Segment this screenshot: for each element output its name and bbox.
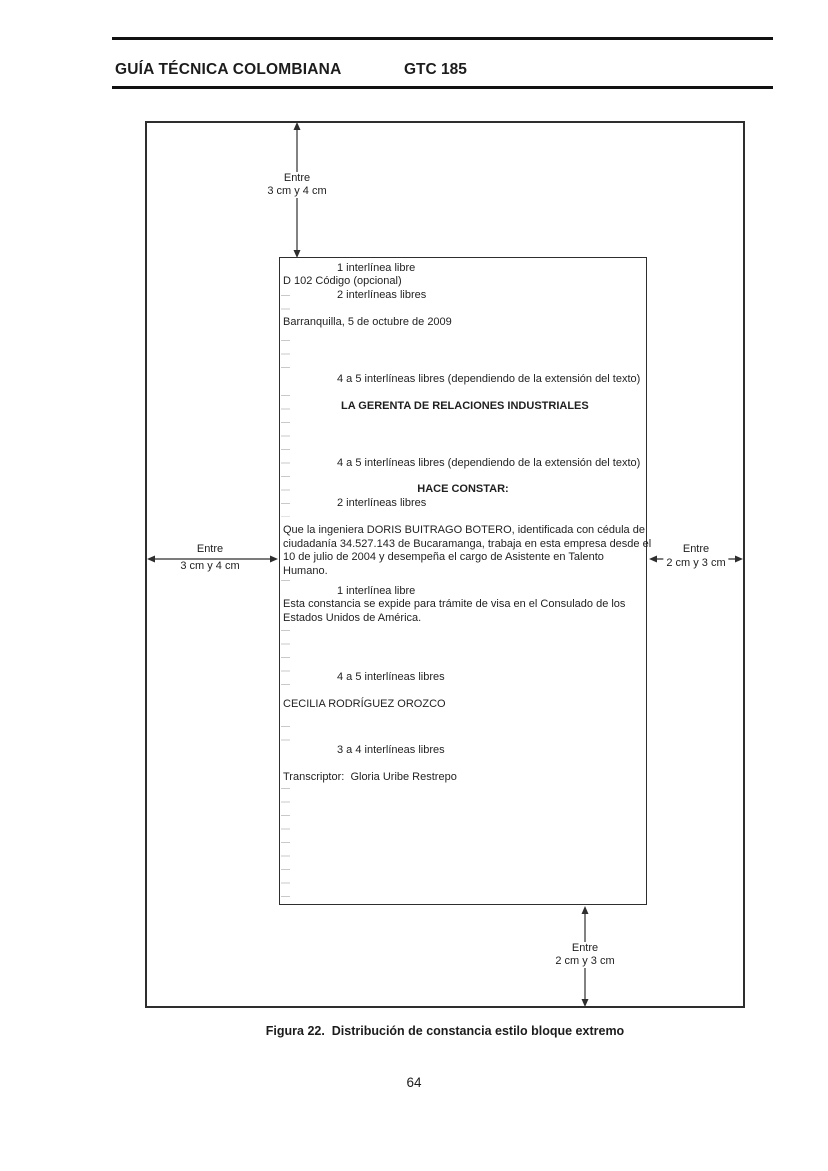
doc-line-city-date: Barranquilla, 5 de octubre de 2009 — [283, 316, 452, 328]
doc-line-code: D 102 Código (opcional) — [283, 275, 402, 287]
interline-ticks — [281, 395, 290, 517]
doc-line-signer-name: CECILIA RODRÍGUEZ OROZCO — [283, 698, 446, 710]
header-title: GUÍA TÉCNICA COLOMBIANA — [115, 61, 342, 78]
right-margin-label-line1: Entre — [682, 543, 710, 555]
doc-paragraph-purpose: Esta constancia se expide para trámite d… — [283, 598, 626, 624]
bottom-margin-label-line2: 2 cm y 3 cm — [555, 955, 615, 967]
doc-line-interline-note: 4 a 5 interlíneas libres (dependiendo de… — [337, 457, 641, 469]
interline-ticks — [281, 295, 290, 315]
doc-line-interline-note: 3 a 4 interlíneas libres — [337, 744, 445, 756]
doc-line-interline-note: 1 interlínea libre — [337, 585, 416, 597]
interline-ticks — [281, 630, 290, 694]
page-number: 64 — [406, 1075, 422, 1090]
bottom-margin-label-line1: Entre — [571, 942, 599, 954]
header-top-rule — [112, 37, 773, 40]
doc-line-interline-note: 1 interlínea libre — [337, 262, 416, 274]
left-margin-arrow — [147, 555, 278, 563]
doc-line-transcriber: Transcriptor: Gloria Uribe Restrepo — [283, 771, 457, 783]
top-margin-label-line2: 3 cm y 4 cm — [267, 185, 327, 197]
bottom-margin-label: Entre 2 cm y 3 cm — [552, 942, 618, 968]
doc-paragraph-body: Que la ingeniera DORIS BUITRAGO BOTERO, … — [283, 524, 652, 577]
left-margin-label-line1: Entre — [196, 543, 224, 555]
interline-ticks — [281, 580, 290, 590]
doc-line-interline-note: 4 a 5 interlíneas libres — [337, 671, 445, 683]
interline-ticks — [281, 340, 290, 380]
left-margin-label-line2: 3 cm y 4 cm — [180, 560, 240, 572]
doc-line-interline-note: 4 a 5 interlíneas libres (dependiendo de… — [337, 373, 641, 385]
figure-caption: Figura 22. Distribución de constancia es… — [265, 1024, 625, 1038]
doc-line-hace-constar: HACE CONSTAR: — [417, 483, 509, 495]
interline-ticks — [281, 788, 290, 900]
right-margin-label-line2: 2 cm y 3 cm — [663, 557, 729, 570]
doc-line-sender-title: LA GERENTA DE RELACIONES INDUSTRIALES — [341, 400, 589, 412]
top-margin-label: Entre 3 cm y 4 cm — [264, 172, 330, 198]
doc-line-interline-note: 2 interlíneas libres — [337, 497, 427, 509]
header-bottom-rule — [112, 86, 773, 89]
top-margin-label-line1: Entre — [283, 172, 311, 184]
interline-ticks — [281, 726, 290, 748]
sample-document-box: 1 interlínea libre D 102 Código (opciona… — [279, 257, 651, 905]
doc-line-interline-note: 2 interlíneas libres — [337, 289, 427, 301]
header-standard-code: GTC 185 — [404, 61, 467, 78]
